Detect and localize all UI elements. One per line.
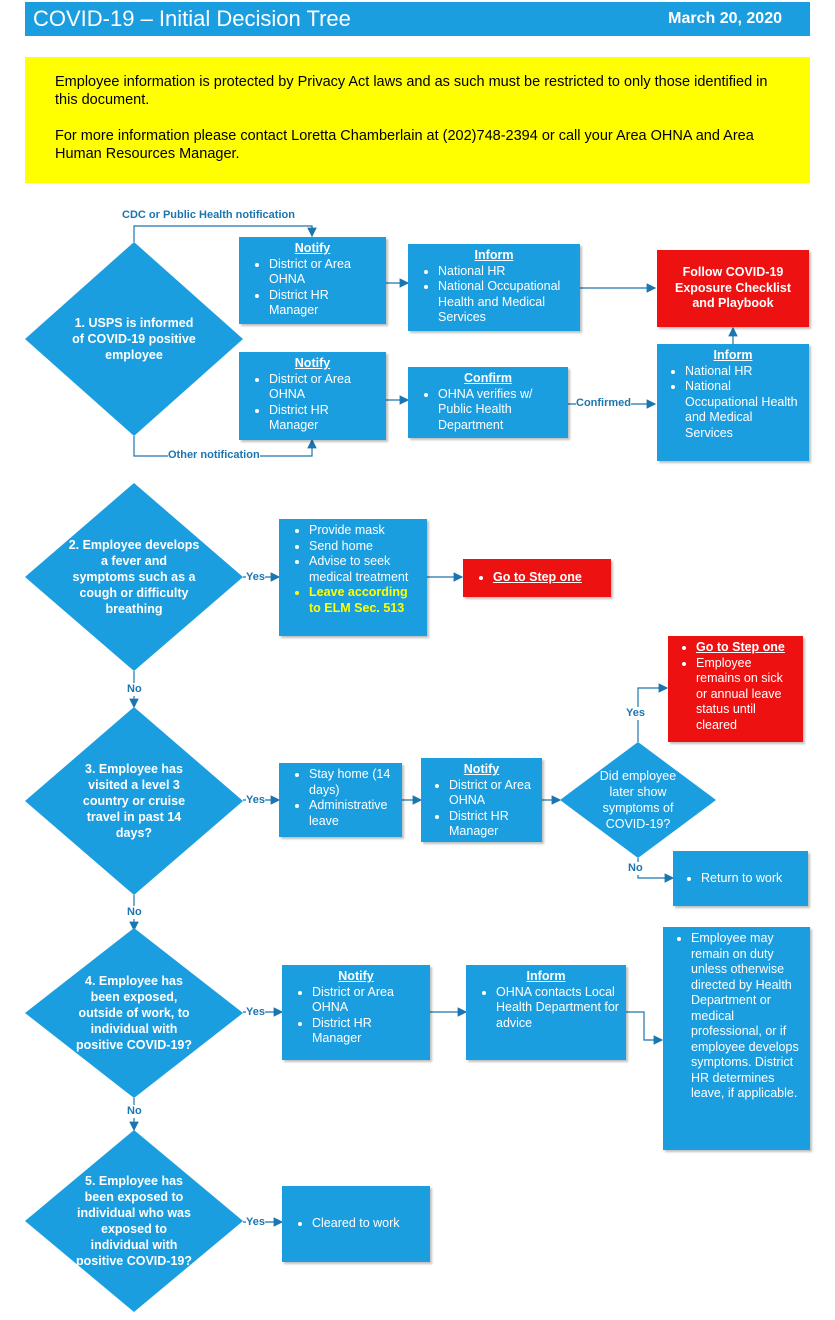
notify-box-2: Notify District or Area OHNA District HR…	[239, 352, 386, 440]
label-s3b-yes: Yes	[626, 707, 645, 720]
inform-box-4-item: OHNA contacts Local Health Department fo…	[496, 985, 620, 1032]
label-s5-yes: Yes	[246, 1216, 265, 1229]
notify-box-1-title: Notify	[294, 241, 331, 255]
notify-box-4-item: District or Area OHNA	[312, 985, 424, 1016]
goto-step-one-link[interactable]: Go to Step one	[696, 640, 797, 656]
follow-checklist-text: Follow COVID-19 Exposure Checklist and P…	[674, 265, 791, 311]
sick-leave-status-text: Employee remains on sick or annual leave…	[696, 656, 797, 734]
label-s3b-no: No	[628, 862, 643, 875]
notify-box-2-title: Notify	[294, 356, 331, 370]
label-s2-no: No	[127, 683, 142, 696]
goto-step-one-link[interactable]: Go to Step one	[493, 570, 582, 586]
confirm-box-title: Confirm	[464, 371, 512, 385]
label-confirmed: Confirmed	[576, 397, 631, 410]
actions-box-3-item: Administrative leave	[309, 798, 396, 829]
page-title: COVID-19 – Initial Decision Tree	[33, 6, 351, 31]
confirm-box: Confirm OHNA verifies w/ Public Health D…	[408, 367, 568, 438]
return-to-work-text: Return to work	[701, 871, 782, 887]
actions-box-2: Provide mask Send home Advise to seek me…	[279, 519, 427, 636]
notify-box-4-title: Notify	[338, 969, 374, 983]
step3-label: 3. Employee has visited a level 3 countr…	[82, 762, 186, 840]
label-cdc-notification: CDC or Public Health notification	[122, 209, 295, 222]
step3-diamond: 3. Employee has visited a level 3 countr…	[25, 707, 243, 895]
step5-label: 5. Employee has been exposed to individu…	[76, 1174, 192, 1268]
goto-step-one-box-3: Go to Step one Employee remains on sick …	[668, 636, 803, 742]
actions-box-2-leave-item: Leave according to ELM Sec. 513	[309, 585, 421, 616]
notify-box-3: Notify District or Area OHNA District HR…	[421, 758, 542, 842]
inform-box-1-title: Inform	[474, 248, 514, 262]
actions-box-2-item: Advise to seek medical treatment	[309, 554, 421, 585]
actions-box-3: Stay home (14 days) Administrative leave	[279, 763, 402, 837]
page-date: March 20, 2020	[668, 10, 782, 27]
actions-box-2-item: Provide mask	[309, 523, 421, 539]
step2-label: 2. Employee develops a fever and symptom…	[68, 538, 200, 616]
label-s3-yes: Yes	[246, 794, 265, 807]
notice-privacy-text: Employee information is protected by Pri…	[55, 74, 768, 108]
step4-label: 4. Employee has been exposed, outside of…	[75, 974, 192, 1052]
notice-contact-text: For more information please contact Lore…	[55, 128, 754, 162]
label-s3-no: No	[127, 906, 142, 919]
inform-box-4: Inform OHNA contacts Local Health Depart…	[466, 965, 626, 1060]
connector-s3b-yes	[637, 683, 669, 742]
privacy-notice: Employee information is protected by Pri…	[25, 57, 810, 183]
actions-box-3-item: Stay home (14 days)	[309, 767, 396, 798]
notify-box-1: Notify District or Area OHNA District HR…	[239, 237, 386, 324]
inform-box-1-item: National Occupational Health and Medical…	[438, 279, 574, 326]
label-other-notification: Other notification	[168, 449, 260, 462]
step5-diamond: 5. Employee has been exposed to individu…	[25, 1130, 243, 1312]
notify-box-3-item: District or Area OHNA	[449, 778, 536, 809]
inform-box-4-title: Inform	[526, 969, 566, 983]
inform-box-2-item: National HR	[685, 364, 803, 380]
inform-box-1-item: National HR	[438, 264, 574, 280]
goto-step-one-box-2: Go to Step one	[463, 559, 611, 597]
inform-box-1: Inform National HR National Occupational…	[408, 244, 580, 331]
notify-box-4: Notify District or Area OHNA District HR…	[282, 965, 430, 1060]
return-to-work-box: Return to work	[673, 851, 808, 906]
step1-diamond: 1. USPS is informed of COVID-19 positive…	[25, 242, 243, 436]
step3-followup-label: Did employee later show symptoms of COVI…	[599, 769, 677, 831]
label-s4-yes: Yes	[246, 1006, 265, 1019]
connector-s3b-no	[637, 858, 675, 883]
label-s4-no: No	[127, 1105, 142, 1118]
step1-label: 1. USPS is informed of COVID-19 positive…	[72, 316, 196, 362]
notify-box-3-title: Notify	[463, 762, 500, 776]
inform-box-2-item: National Occupational Health and Medical…	[685, 379, 803, 441]
inform-box-2: Inform National HR National Occupational…	[657, 344, 809, 461]
cleared-to-work-box: Cleared to work	[282, 1186, 430, 1262]
actions-box-2-item: Send home	[309, 539, 421, 555]
cleared-to-work-text: Cleared to work	[312, 1216, 400, 1232]
label-s2-yes: Yes	[246, 571, 265, 584]
notify-box-4-item: District HR Manager	[312, 1016, 424, 1047]
page-header: COVID-19 – Initial Decision Tree March 2…	[25, 2, 810, 36]
remain-on-duty-text: Employee may remain on duty unless other…	[691, 931, 804, 1102]
inform-box-2-title: Inform	[713, 348, 753, 362]
notify-box-1-item: District HR Manager	[269, 288, 380, 319]
notify-box-2-item: District or Area OHNA	[269, 372, 380, 403]
confirm-box-item: OHNA verifies w/ Public Health Departmen…	[438, 387, 562, 434]
remain-on-duty-box: Employee may remain on duty unless other…	[663, 927, 810, 1150]
notify-box-3-item: District HR Manager	[449, 809, 536, 840]
notify-box-1-item: District or Area OHNA	[269, 257, 380, 288]
notify-box-2-item: District HR Manager	[269, 403, 380, 434]
step2-diamond: 2. Employee develops a fever and symptom…	[25, 483, 243, 671]
connector-inform4-remain	[626, 1011, 664, 1045]
step4-diamond: 4. Employee has been exposed, outside of…	[25, 928, 243, 1098]
follow-checklist-box: Follow COVID-19 Exposure Checklist and P…	[657, 250, 809, 327]
step3-followup-diamond: Did employee later show symptoms of COVI…	[560, 742, 716, 858]
